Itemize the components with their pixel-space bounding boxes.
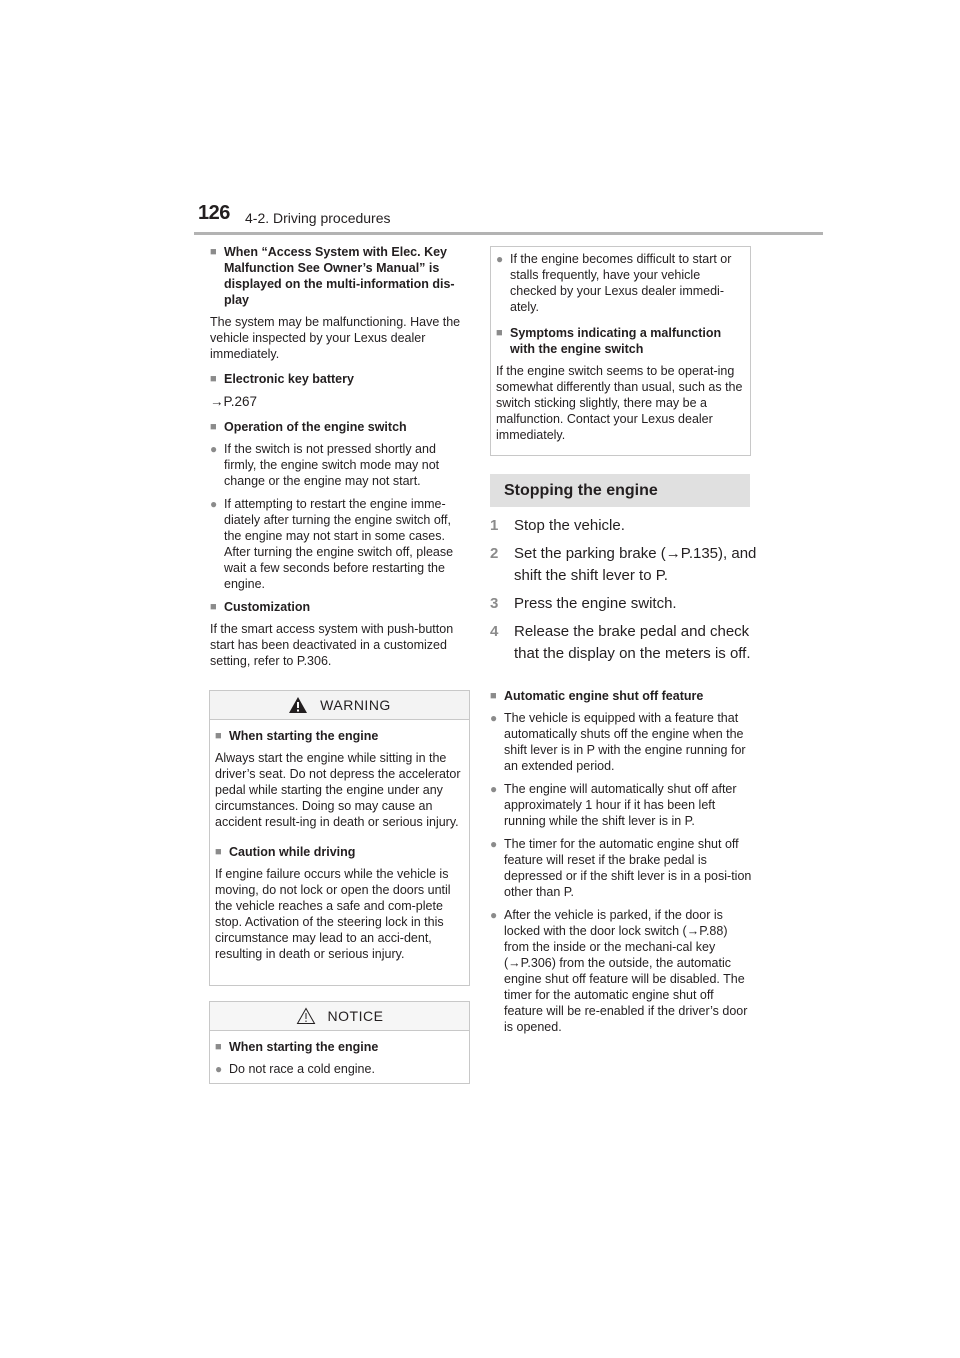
warning-box: WARNING ■ When starting the engine Alway… <box>209 690 470 986</box>
subheading: ■ Operation of the engine switch <box>210 420 407 434</box>
subheading: ■ Electronic key battery <box>210 372 354 386</box>
notice-box: NOTICE ■ When starting the engine ● Do n… <box>209 1001 470 1084</box>
circle-bullet-icon: ● <box>496 252 504 266</box>
section-heading: Stopping the engine <box>490 474 750 507</box>
paragraph: If the smart access system with push-but… <box>210 622 454 668</box>
list-item: ● After the vehicle is parked, if the do… <box>490 908 748 1034</box>
subheading: ■ When “Access System with Elec. Key Mal… <box>210 245 455 307</box>
square-bullet-icon: ■ <box>210 421 217 433</box>
step-item: 4 Release the brake pedal and check that… <box>490 621 760 665</box>
step-number: 1 <box>490 517 499 534</box>
step-number: 4 <box>490 623 499 640</box>
circle-bullet-icon: ● <box>490 782 498 796</box>
continued-warning-box: ● If the engine becomes difficult to sta… <box>490 246 751 456</box>
paragraph: If the engine switch seems to be operat-… <box>496 364 743 442</box>
square-bullet-icon: ■ <box>210 373 217 385</box>
subheading: ■ Automatic engine shut off feature <box>490 689 704 703</box>
notice-title: NOTICE <box>327 1008 384 1024</box>
step-number: 3 <box>490 595 499 612</box>
page-number: 126 <box>198 202 230 224</box>
warning-header: WARNING <box>210 691 469 720</box>
warning-triangle-icon <box>289 697 308 713</box>
paragraph: Always start the engine while sitting in… <box>215 751 461 829</box>
circle-bullet-icon: ● <box>490 908 498 922</box>
warning-title: WARNING <box>320 697 391 713</box>
steps-list: 1 Stop the vehicle. 2 Set the parking br… <box>490 515 760 671</box>
circle-bullet-icon: ● <box>490 837 498 851</box>
list-item: ● If the switch is not pressed shortly a… <box>210 442 440 488</box>
square-bullet-icon: ■ <box>215 730 222 742</box>
list-item: ● Do not race a cold engine. <box>215 1062 375 1076</box>
list-item: ● If attempting to restart the engine im… <box>210 497 454 591</box>
header-rule <box>194 232 823 235</box>
auto-shutoff-section: ■ Automatic engine shut off feature ● Th… <box>490 688 752 1042</box>
circle-bullet-icon: ● <box>215 1062 223 1076</box>
square-bullet-icon: ■ <box>215 1041 222 1053</box>
notice-header: NOTICE <box>210 1002 469 1031</box>
page-reference-link[interactable]: →P.267 <box>210 394 258 409</box>
list-item: ● The timer for the automatic engine shu… <box>490 837 752 899</box>
subheading: ■ Symptoms indicating a malfunction with… <box>496 326 722 356</box>
list-item: ● If the engine becomes difficult to sta… <box>496 252 732 314</box>
step-item: 2 Set the parking brake (→P.135), and sh… <box>490 543 760 587</box>
subheading: ■ When starting the engine <box>215 729 379 743</box>
subheading: ■ Caution while driving <box>215 845 356 859</box>
paragraph: The system may be malfunctioning. Have t… <box>210 315 461 361</box>
square-bullet-icon: ■ <box>496 327 503 339</box>
square-bullet-icon: ■ <box>210 246 217 258</box>
caution-triangle-icon <box>296 1007 315 1024</box>
square-bullet-icon: ■ <box>490 690 497 702</box>
circle-bullet-icon: ● <box>490 711 498 725</box>
paragraph: If engine failure occurs while the vehic… <box>215 867 451 961</box>
subheading: ■ Customization <box>210 600 311 614</box>
step-item: 1 Stop the vehicle. <box>490 515 760 537</box>
list-item: ● The vehicle is equipped with a feature… <box>490 711 746 773</box>
circle-bullet-icon: ● <box>210 442 218 456</box>
left-column: ■ When “Access System with Elec. Key Mal… <box>210 244 470 678</box>
step-number: 2 <box>490 545 499 562</box>
section-title: 4-2. Driving procedures <box>245 210 391 226</box>
circle-bullet-icon: ● <box>210 497 218 511</box>
step-item: 3 Press the engine switch. <box>490 593 760 615</box>
square-bullet-icon: ■ <box>210 601 217 613</box>
subheading: ■ When starting the engine <box>215 1040 379 1054</box>
list-item: ● The engine will automatically shut off… <box>490 782 737 828</box>
square-bullet-icon: ■ <box>215 846 222 858</box>
